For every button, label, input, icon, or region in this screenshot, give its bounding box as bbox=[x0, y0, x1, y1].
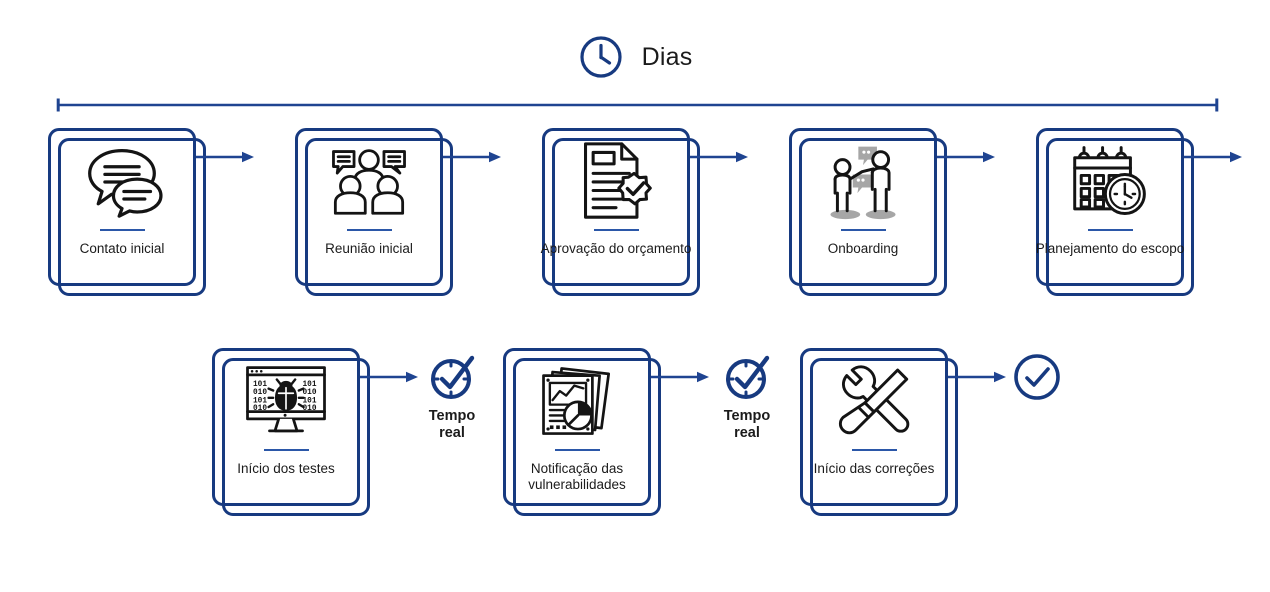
svg-text:101: 101 bbox=[253, 380, 267, 388]
process-timeline bbox=[56, 96, 1219, 114]
milestone-tempo-real-2: Tempo real bbox=[707, 352, 787, 443]
card-divider bbox=[851, 449, 897, 451]
svg-text:010: 010 bbox=[253, 404, 267, 412]
card-divider bbox=[99, 229, 145, 231]
card-label: Contato inicial bbox=[79, 241, 165, 256]
flow-arrow bbox=[937, 150, 997, 164]
card-label: Notificação das vulnerabilidades bbox=[528, 461, 626, 493]
wrench-screwdriver-icon bbox=[803, 351, 945, 447]
milestone-label: Tempo real bbox=[723, 408, 771, 442]
card-divider bbox=[1087, 229, 1133, 231]
card-divider bbox=[263, 449, 309, 451]
svg-text:101: 101 bbox=[303, 397, 317, 405]
check-circle-icon bbox=[1011, 351, 1063, 403]
calendar-clock-icon bbox=[1039, 131, 1181, 227]
milestone-tempo-real-1: Tempo real bbox=[412, 352, 492, 443]
diagram-header: Dias bbox=[0, 30, 1270, 84]
report-charts-icon bbox=[506, 351, 648, 447]
svg-text:101: 101 bbox=[253, 397, 267, 405]
flow-arrow bbox=[360, 370, 420, 384]
realtime-check-clock-icon bbox=[721, 352, 773, 404]
card-divider bbox=[554, 449, 600, 451]
milestone-label: Tempo real bbox=[428, 408, 476, 442]
process-card-reuniao-inicial[interactable]: Reunião inicial bbox=[295, 128, 453, 296]
process-card-inicio-correcoes[interactable]: Início das correções bbox=[800, 348, 958, 516]
card-label: Planejamento do escopo bbox=[1035, 241, 1185, 256]
process-card-contato-inicial[interactable]: Contato inicial bbox=[48, 128, 206, 296]
flow-arrow bbox=[690, 150, 750, 164]
svg-text:010: 010 bbox=[303, 389, 317, 397]
svg-text:010: 010 bbox=[253, 389, 267, 397]
document-approved-icon bbox=[545, 131, 687, 227]
card-label: Início das correções bbox=[813, 461, 935, 476]
card-divider bbox=[593, 229, 639, 231]
svg-text:010: 010 bbox=[303, 404, 317, 412]
flow-arrow bbox=[1184, 150, 1244, 164]
speech-bubbles-icon bbox=[51, 131, 193, 227]
meeting-people-icon bbox=[298, 131, 440, 227]
card-label: Início dos testes bbox=[237, 461, 335, 476]
flow-arrow bbox=[196, 150, 256, 164]
card-label: Reunião inicial bbox=[325, 241, 413, 256]
clock-icon bbox=[578, 34, 624, 80]
card-label: Onboarding bbox=[827, 241, 899, 256]
realtime-check-clock-icon bbox=[426, 352, 478, 404]
process-card-aprovacao-orcamento[interactable]: Aprovação do orçamento bbox=[541, 128, 700, 296]
process-card-planejamento-escopo[interactable]: Planejamento do escopo bbox=[1036, 128, 1194, 296]
card-label: Aprovação do orçamento bbox=[540, 241, 692, 256]
flow-arrow bbox=[443, 150, 503, 164]
process-card-notificacao-vulnerabilidades[interactable]: Notificação das vulnerabilidades bbox=[503, 348, 661, 516]
card-divider bbox=[840, 229, 886, 231]
process-row-1: Contato inicial bbox=[0, 128, 1270, 298]
card-divider bbox=[346, 229, 392, 231]
process-card-onboarding[interactable]: Onboarding bbox=[789, 128, 947, 296]
svg-text:101: 101 bbox=[303, 380, 317, 388]
flow-arrow bbox=[651, 370, 711, 384]
onboarding-people-icon bbox=[792, 131, 934, 227]
page-title: Dias bbox=[641, 42, 693, 71]
flow-arrow bbox=[948, 370, 1008, 384]
